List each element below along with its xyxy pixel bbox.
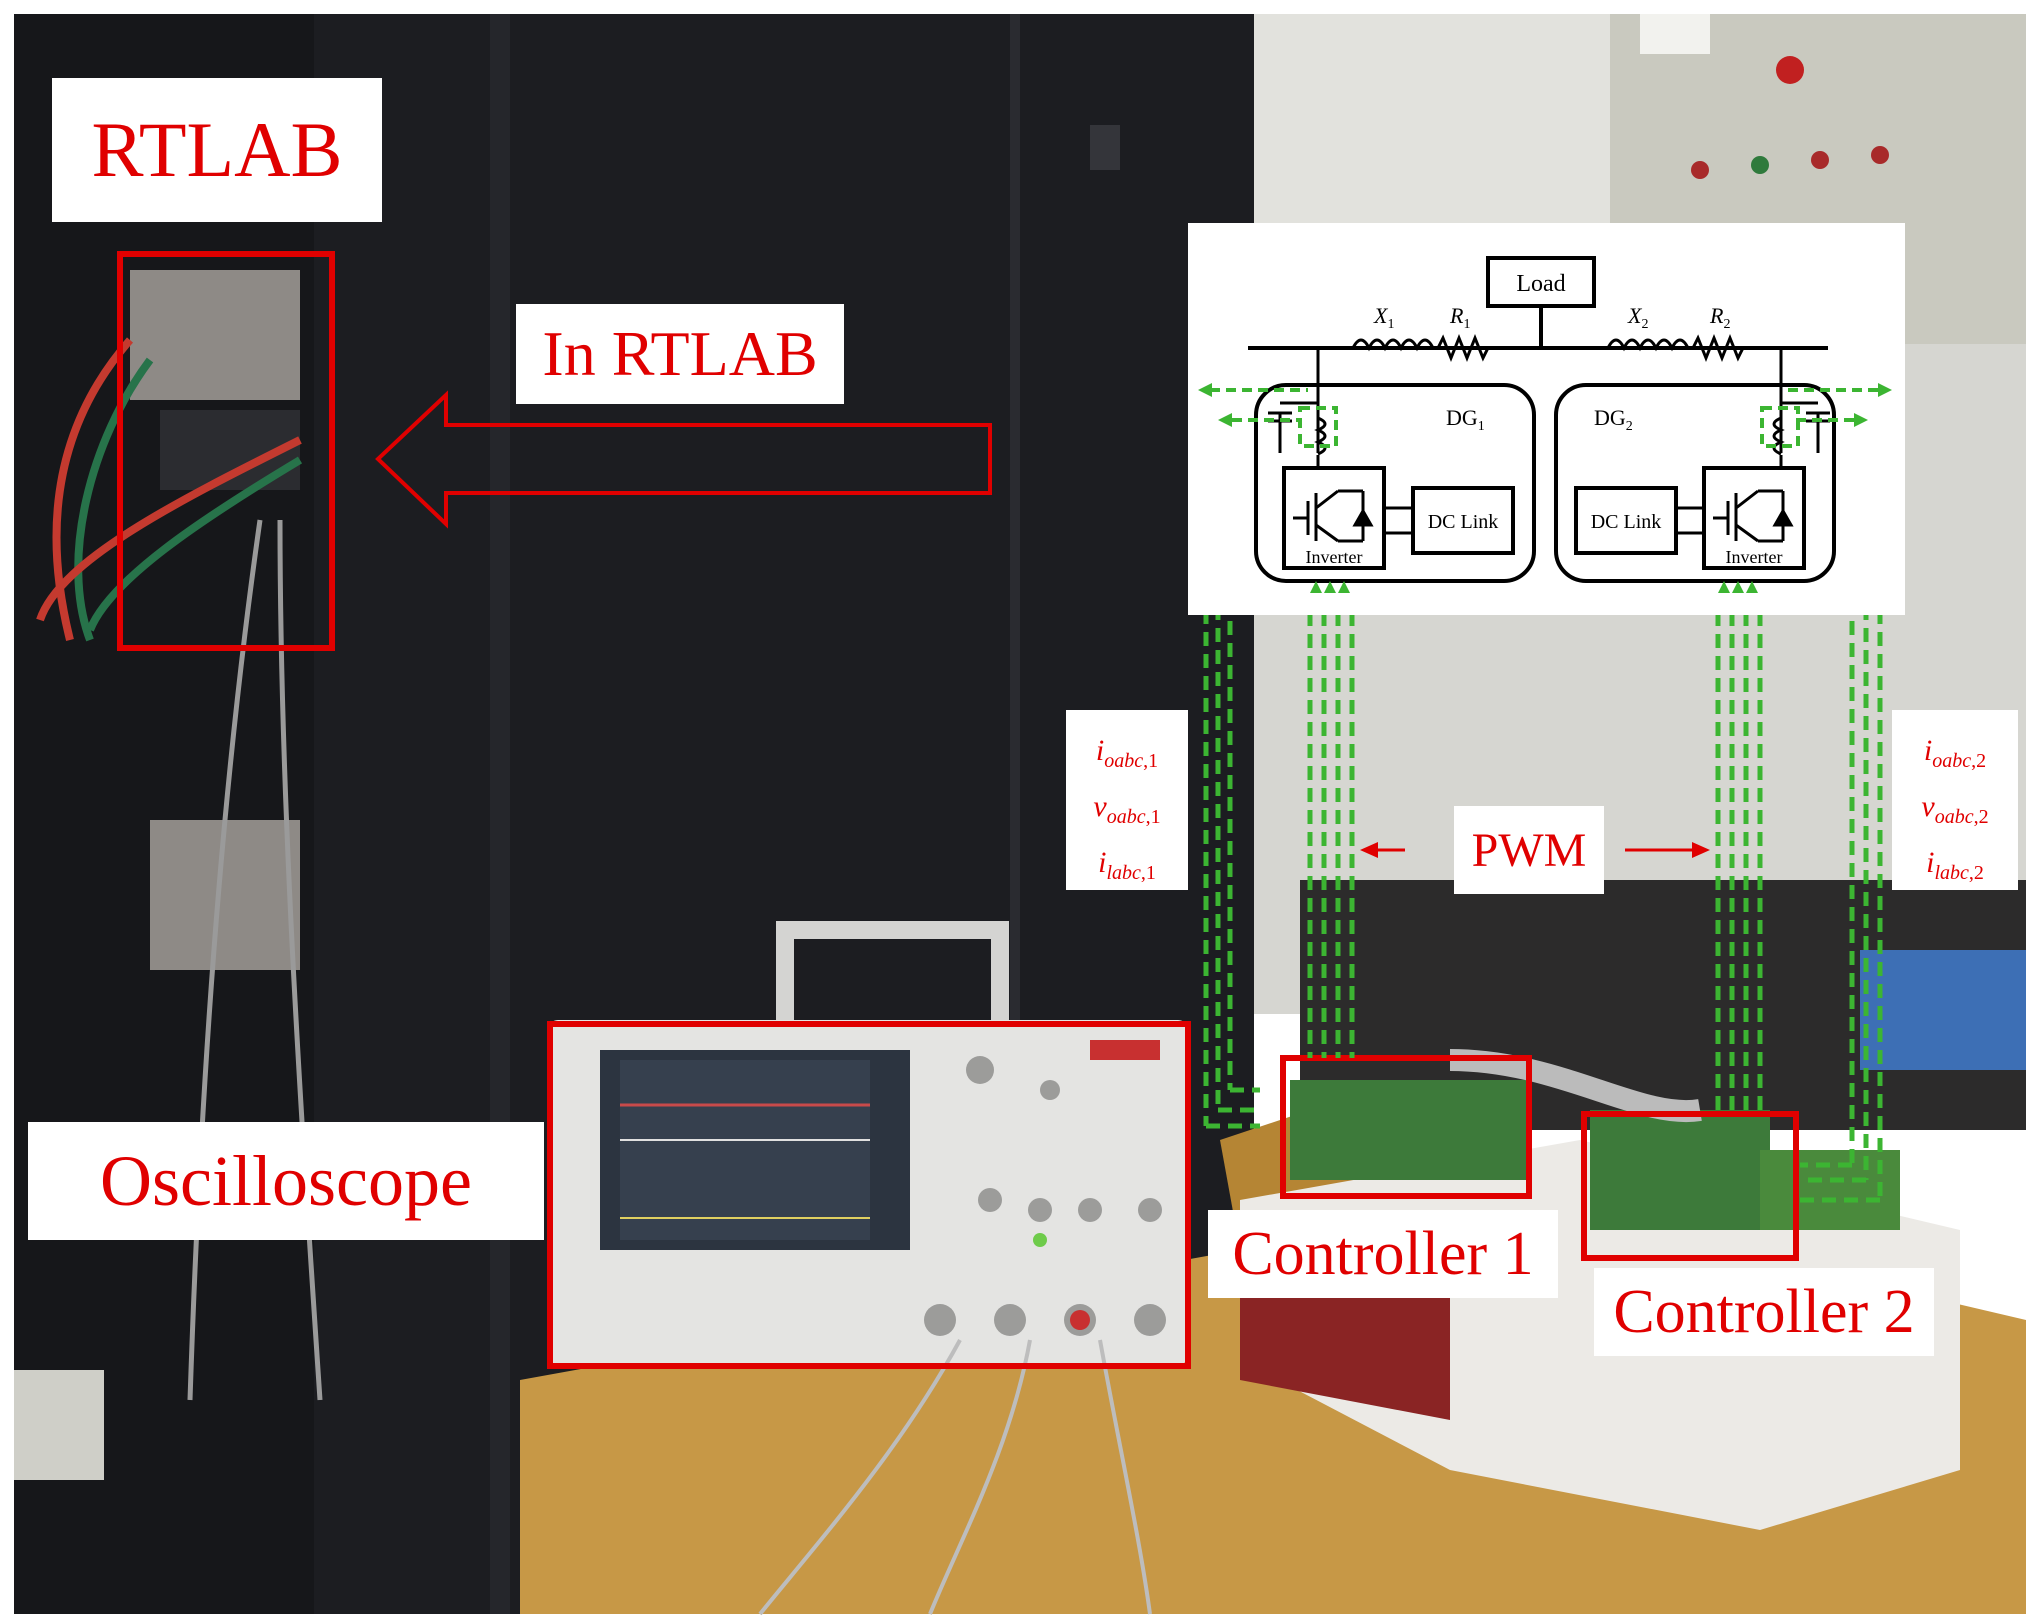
x1-label: X1 (1373, 303, 1394, 332)
inverter-1-label: Inverter (1306, 547, 1363, 567)
igbt-1-icon (1293, 489, 1374, 543)
dg1-label: DG1 (1446, 405, 1485, 434)
dc-link-1-label: DC Link (1428, 511, 1499, 533)
inverter-2-label: Inverter (1726, 547, 1783, 567)
dg2-block (1554, 383, 1836, 583)
circuit-schematic: Load X1 R1 X2 R2 DG1 DG2 (1198, 256, 1892, 593)
pwm-label: PWM (1454, 806, 1604, 894)
dc-link-2-label: DC Link (1591, 511, 1662, 533)
dc-link-2-block (1574, 486, 1678, 555)
oscilloscope-label: Oscilloscope (28, 1122, 544, 1240)
pwm-left-arrow-icon (1360, 842, 1405, 858)
rtlab-label: RTLAB (52, 78, 382, 222)
dg1-signal-item: voabc,1 (1093, 790, 1161, 828)
dg1-signal-item: ioabc,1 (1095, 734, 1159, 772)
resistor-r1-icon (1436, 333, 1490, 363)
dg2-label: DG2 (1594, 405, 1633, 434)
dg2-signal-item: voabc,2 (1921, 790, 1989, 828)
oscilloscope-highlight-box (547, 1021, 1191, 1369)
controller-1-highlight-box (1280, 1055, 1532, 1199)
inductor-x2-icon (1606, 338, 1690, 352)
inductor-x1-icon (1351, 338, 1435, 352)
pwm-right-arrow-icon (1625, 842, 1710, 858)
resistor-r2-icon (1691, 333, 1745, 363)
dg1-block (1254, 383, 1536, 583)
microgrid-circuit-diagram: Load X1 R1 X2 R2 DG1 DG2 (1188, 223, 1905, 615)
dg2-signal-item: ilabc,2 (1926, 846, 1984, 884)
controller-2-label: Controller 2 (1594, 1268, 1934, 1356)
dg2-signal-list: ioabc,2 voabc,2 ilabc,2 (1892, 710, 2018, 890)
dc-link-1-block (1411, 486, 1515, 555)
dg2-signal-item: ioabc,2 (1923, 734, 1987, 772)
rtlab-highlight-box (117, 251, 335, 651)
x2-label: X2 (1627, 303, 1648, 332)
dg1-signal-item: ilabc,1 (1098, 846, 1156, 884)
left-arrow-icon (375, 390, 992, 529)
controller-2-highlight-box (1581, 1111, 1799, 1261)
in-rtlab-label: In RTLAB (516, 304, 844, 404)
controller-1-label: Controller 1 (1208, 1210, 1558, 1298)
igbt-2-icon (1713, 489, 1794, 543)
r2-label: R2 (1709, 303, 1730, 332)
dg1-signal-list: ioabc,1 voabc,1 ilabc,1 (1066, 710, 1188, 890)
signal-arrowheads-icon (1198, 383, 1892, 593)
load-label: Load (1516, 271, 1565, 297)
r1-label: R1 (1449, 303, 1470, 332)
